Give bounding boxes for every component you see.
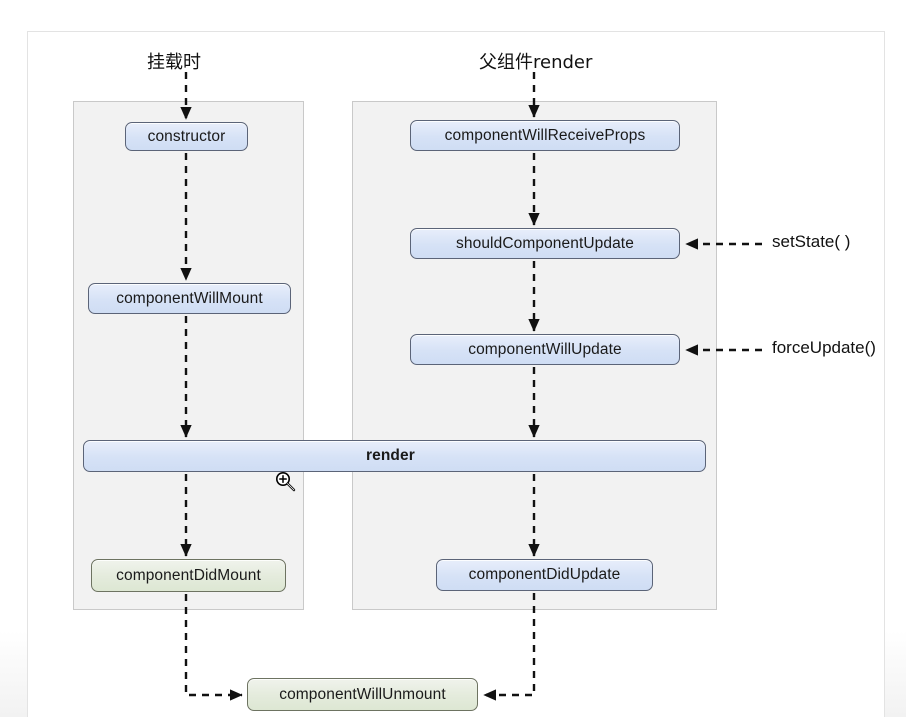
trigger-label-set-state: setState( )	[772, 232, 851, 251]
column-caption-updating: 父组件render	[479, 52, 593, 73]
column-caption-mounting: 挂载时	[147, 52, 201, 73]
node-component-will-unmount[interactable]: componentWillUnmount	[247, 678, 478, 711]
node-should-component-update[interactable]: shouldComponentUpdate	[410, 228, 680, 259]
node-component-did-mount[interactable]: componentDidMount	[91, 559, 286, 592]
zoom-in-magnifier-icon	[276, 472, 296, 492]
mounting-phase-panel	[73, 101, 304, 610]
node-constructor[interactable]: constructor	[125, 122, 248, 151]
trigger-label-force-update: forceUpdate()	[772, 338, 876, 357]
node-render[interactable]: render	[83, 440, 706, 472]
node-component-will-receive-props[interactable]: componentWillReceiveProps	[410, 120, 680, 151]
node-component-will-update[interactable]: componentWillUpdate	[410, 334, 680, 365]
node-component-will-mount[interactable]: componentWillMount	[88, 283, 291, 314]
node-component-did-update[interactable]: componentDidUpdate	[436, 559, 653, 591]
